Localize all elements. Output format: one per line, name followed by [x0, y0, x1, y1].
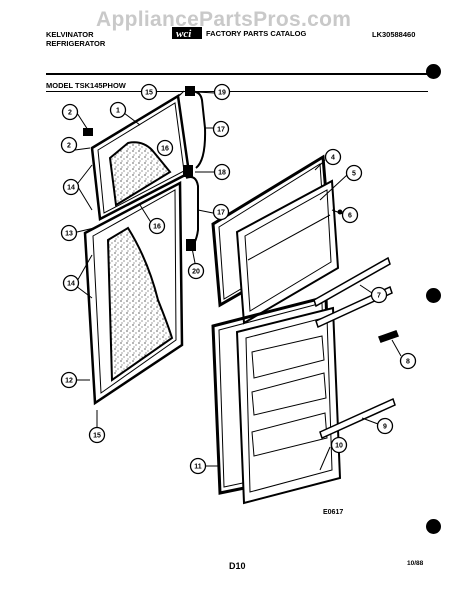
- callout-bubble: [187, 262, 205, 280]
- callout-label: 14: [67, 281, 75, 288]
- callout-bubble: [60, 224, 78, 242]
- freezer-door-liner: [108, 141, 172, 207]
- callout-bubble: [213, 163, 231, 181]
- callout-label: 2: [67, 143, 71, 150]
- callout-label: 16: [161, 146, 169, 153]
- fresh-food-door-liner: [106, 226, 174, 382]
- callout-bubbles: [60, 83, 417, 475]
- callout-bubble: [212, 120, 230, 138]
- callout-label: 10: [335, 443, 343, 450]
- fresh-food-inner-liner: [235, 306, 342, 505]
- callout-bubble: [148, 217, 166, 235]
- callout-bubble: [156, 139, 174, 157]
- callout-label: 4: [331, 155, 335, 162]
- callout-label: 16: [153, 224, 161, 231]
- callout-bubble: [60, 136, 78, 154]
- callout-bubble: [213, 83, 231, 101]
- freezer-inner-liner: [235, 179, 340, 325]
- callout-label: 17: [217, 210, 225, 217]
- callout-label: 18: [218, 170, 226, 177]
- binder-hole: [426, 519, 441, 534]
- callout-label: 12: [65, 378, 73, 385]
- callout-label: 8: [406, 359, 410, 366]
- callout-bubble: [109, 101, 127, 119]
- callout-label: 17: [217, 127, 225, 134]
- callout-label: 9: [383, 424, 387, 431]
- callout-label: 20: [192, 269, 200, 276]
- binder-hole: [426, 64, 441, 79]
- callout-bubble: [212, 203, 230, 221]
- callout-bubble: [345, 164, 363, 182]
- callout-bubble: [62, 178, 80, 196]
- callout-label: 19: [218, 90, 226, 97]
- callout-bubble: [330, 436, 348, 454]
- callout-label: 13: [65, 231, 73, 238]
- wci-logo: wci: [172, 27, 202, 40]
- header-rule: [46, 73, 428, 75]
- revision-date: 10/88: [407, 560, 424, 567]
- callout-bubble: [341, 206, 359, 224]
- callout-label: 5: [352, 171, 356, 178]
- callout-label: 2: [68, 110, 72, 117]
- callout-label: 1: [116, 108, 120, 115]
- callout-label: 15: [93, 433, 101, 440]
- brand-line-1: KELVINATOR: [46, 30, 94, 39]
- callout-label: 6: [348, 213, 352, 220]
- catalog-title: FACTORY PARTS CATALOG: [206, 29, 307, 38]
- catalog-number: LK30588460: [372, 30, 416, 39]
- callout-bubble: [140, 83, 158, 101]
- drawing-code: E0617: [323, 509, 344, 516]
- callout-bubble: [88, 426, 106, 444]
- brand-line-2: REFRIGERATOR: [46, 39, 106, 48]
- callout-bubble: [324, 148, 342, 166]
- callout-label: 15: [145, 90, 153, 97]
- callout-bubble: [376, 417, 394, 435]
- callout-bubble: [60, 371, 78, 389]
- callout-bubble: [189, 457, 207, 475]
- callout-label: 11: [194, 464, 202, 471]
- callout-bubble: [399, 352, 417, 370]
- callout-bubble: [370, 286, 388, 304]
- hinge-and-handles: [83, 86, 207, 251]
- model-rule: [46, 91, 428, 92]
- binder-hole: [426, 288, 441, 303]
- page-code: D10: [229, 561, 246, 571]
- svg-text:wci: wci: [176, 28, 192, 40]
- callout-bubble: [61, 103, 79, 121]
- callout-bubble: [62, 274, 80, 292]
- callout-label: 14: [67, 185, 75, 192]
- callout-label: 7: [377, 293, 381, 300]
- model-number: MODEL TSK145PHOW: [46, 81, 126, 90]
- leader-lines: [74, 90, 402, 471]
- watermark: AppliancePartsPros.com: [96, 8, 352, 31]
